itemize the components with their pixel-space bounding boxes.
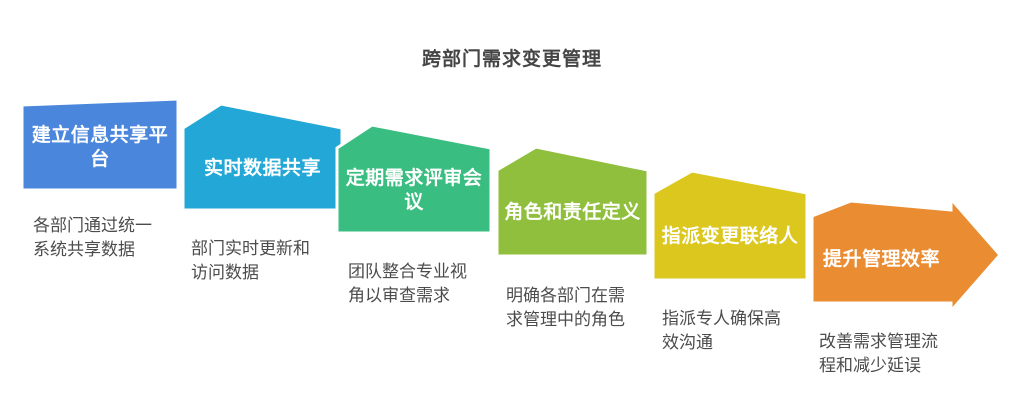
step-description-5: 指派专人确保高效沟通 [662, 309, 781, 352]
step-label-2: 实时数据共享 [203, 158, 321, 180]
step-shape-3 [335, 123, 493, 235]
step-shape-6-arrow [810, 195, 1002, 315]
diagram-title: 跨部门需求变更管理 [421, 49, 602, 70]
step-shape-2 [181, 102, 344, 212]
step-description-1: 各部门通过统一系统共享数据 [33, 216, 152, 259]
step-label-6: 提升管理效率 [822, 248, 940, 270]
step-label-5: 指派变更联络人 [661, 225, 799, 247]
step-label-3: 定期需求评审会议 [345, 167, 483, 213]
step-description-6: 改善需求管理流程和减少延误 [819, 332, 938, 375]
step-description-3: 团队整合专业视角以审查需求 [348, 262, 467, 305]
step-description-2: 部门实时更新和访问数据 [191, 239, 310, 282]
step-label-4: 角色和责任定义 [504, 202, 641, 224]
step-shape-1 [20, 97, 180, 192]
step-label-1: 建立信息共享平台 [31, 124, 169, 170]
step-description-4: 明确各部门在需求管理中的角色 [506, 286, 625, 329]
step-shape-4 [495, 145, 650, 258]
step-shape-5 [651, 169, 809, 282]
